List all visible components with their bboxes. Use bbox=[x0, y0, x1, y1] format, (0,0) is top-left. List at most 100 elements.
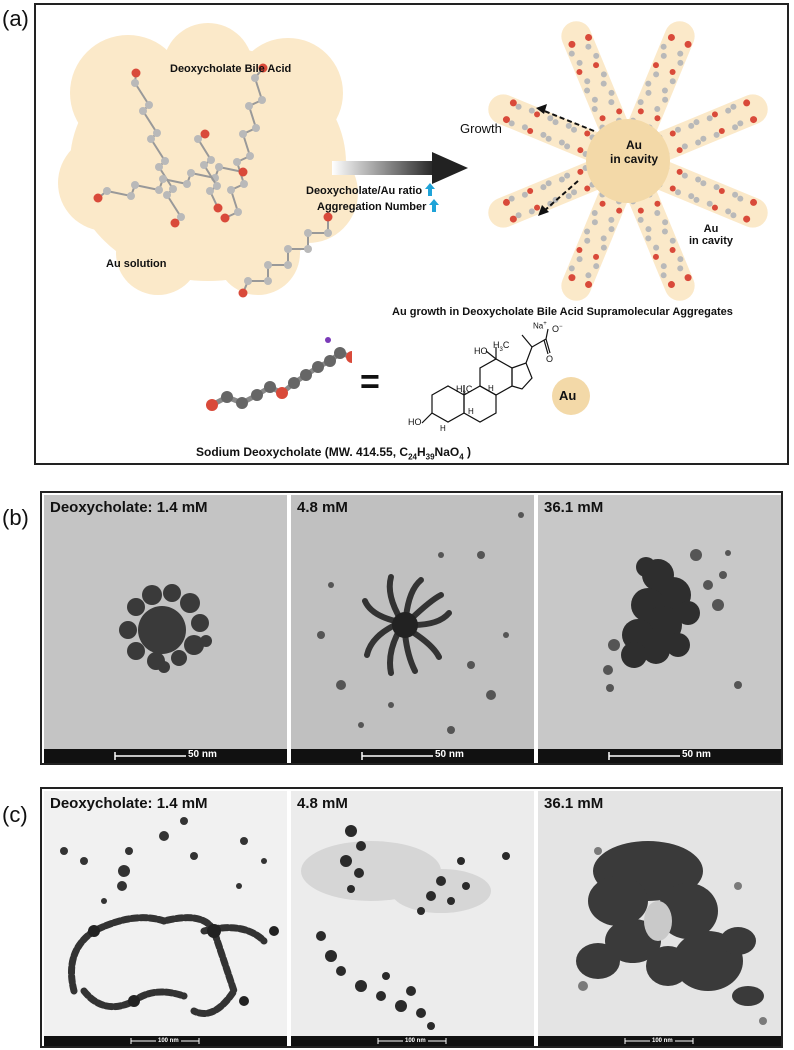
oxygen-atom bbox=[584, 185, 591, 192]
equals-sign: = bbox=[360, 363, 380, 401]
carbon-atom bbox=[568, 265, 575, 272]
oxygen-atom bbox=[568, 40, 576, 48]
ho-bottom-label: HO bbox=[408, 417, 422, 427]
oxygen-atom bbox=[527, 187, 534, 194]
carbon-atom bbox=[591, 209, 598, 216]
carbon-atom bbox=[147, 135, 155, 143]
carbon-atom bbox=[300, 369, 312, 381]
o-minus-text: O bbox=[552, 324, 560, 334]
carbon-atom bbox=[677, 265, 684, 272]
oxygen-atom bbox=[676, 147, 683, 154]
carbon-atom bbox=[600, 71, 607, 78]
carbon-atom bbox=[258, 96, 266, 104]
carbon-atom bbox=[732, 191, 739, 198]
deoxycholate-ball-stick-model bbox=[206, 337, 352, 411]
nanoparticle-network bbox=[60, 817, 279, 1017]
carbon-atom bbox=[681, 143, 688, 150]
au-center-line1: Au bbox=[626, 138, 642, 152]
scale-text-b3: 50 nm bbox=[680, 749, 713, 760]
carbon-atom bbox=[558, 176, 565, 183]
carbon-atom bbox=[508, 195, 515, 202]
oxygen-atom bbox=[576, 69, 583, 76]
carbon-atom bbox=[737, 195, 744, 202]
arrow-up-icon bbox=[429, 199, 440, 212]
carbon-atom bbox=[600, 244, 607, 251]
carbon-atom bbox=[251, 74, 259, 82]
nanoparticle-cluster bbox=[317, 512, 524, 734]
tem-label-c1: Deoxycholate: 1.4 mM bbox=[50, 795, 208, 812]
oxygen-atom bbox=[669, 130, 676, 137]
carbon-atom bbox=[304, 229, 312, 237]
carbon-atom bbox=[227, 186, 235, 194]
carbon-atom bbox=[284, 245, 292, 253]
carbon-atom bbox=[669, 78, 676, 85]
carbon-atom bbox=[660, 52, 667, 59]
tem-image-c3: 36.1 mM 100 nm bbox=[538, 791, 781, 1046]
carbon-atom bbox=[637, 216, 644, 223]
carbon-atom bbox=[688, 193, 695, 200]
carbon-atom bbox=[240, 180, 248, 188]
molecule-chain bbox=[93, 63, 333, 298]
carbon-atom bbox=[600, 235, 607, 242]
ratio-label: Deoxycholate/Au ratio bbox=[306, 183, 436, 197]
carbon-atom bbox=[693, 119, 700, 126]
carbon-atom bbox=[713, 131, 720, 138]
nanoparticle-aggregate bbox=[576, 841, 767, 1025]
carbon-atom bbox=[252, 124, 260, 132]
carbon-atom bbox=[608, 99, 615, 106]
carbon-atom bbox=[654, 106, 661, 113]
carbon-atom bbox=[677, 59, 684, 66]
na-label: Na+ bbox=[533, 321, 547, 331]
oxygen-atom bbox=[577, 168, 584, 175]
carbon-atom bbox=[571, 189, 578, 196]
oxygen-atom bbox=[718, 128, 725, 135]
caption-sub2: 39 bbox=[425, 452, 435, 462]
carbon-atom bbox=[645, 80, 652, 87]
carbon-atom bbox=[163, 191, 171, 199]
au-solution-label: Au solution bbox=[106, 258, 167, 270]
tem-label-b2: 4.8 mM bbox=[297, 499, 348, 516]
carbon-atom bbox=[677, 256, 684, 263]
tem-label-b3: 36.1 mM bbox=[544, 499, 604, 516]
carbon-atom bbox=[264, 261, 272, 269]
carbon-atom bbox=[584, 78, 591, 85]
carbon-atom bbox=[706, 200, 713, 207]
carbon-atom bbox=[558, 139, 565, 146]
sodium-atom bbox=[325, 337, 331, 343]
carbon-atom bbox=[584, 87, 591, 94]
oxygen-atom bbox=[711, 204, 718, 211]
oxygen-atom bbox=[534, 204, 541, 211]
oxygen-atom bbox=[669, 185, 676, 192]
h3c-top-sub: 3 bbox=[499, 346, 503, 353]
carbon-atom bbox=[593, 263, 600, 270]
carbon-atom bbox=[645, 235, 652, 242]
deoxycholate-skeletal-structure bbox=[421, 328, 551, 424]
oxygen-atom bbox=[200, 129, 210, 139]
carbon-atom bbox=[654, 209, 661, 216]
carbon-atom bbox=[245, 102, 253, 110]
oxygen-atom bbox=[170, 218, 180, 228]
carbon-atom bbox=[660, 43, 667, 50]
oxygen-atom bbox=[238, 288, 248, 298]
carbon-atom bbox=[688, 122, 695, 129]
oxygen-atom bbox=[206, 399, 218, 411]
carbon-atom bbox=[131, 79, 139, 87]
oxygen-atom bbox=[637, 108, 644, 115]
carbon-atom bbox=[564, 143, 571, 150]
carbon-atom bbox=[239, 130, 247, 138]
tem-image-b3: 36.1 mM 50 nm bbox=[538, 495, 781, 763]
supramolecular-aggregate bbox=[488, 21, 768, 301]
tem-label-c3: 36.1 mM bbox=[544, 795, 604, 812]
carbon-atom bbox=[568, 50, 575, 57]
carbon-atom bbox=[576, 256, 583, 263]
tem-image-c2: 4.8 mM 100 nm bbox=[291, 791, 534, 1046]
carbon-atom bbox=[725, 208, 732, 215]
carbon-atom bbox=[284, 261, 292, 269]
oxygen-atom bbox=[346, 351, 352, 363]
scale-text-c2: 100 nm bbox=[403, 1036, 428, 1046]
oxygen-atom bbox=[577, 147, 584, 154]
h3c-top-c: C bbox=[502, 340, 510, 350]
scalebar-strip: 50 nm bbox=[44, 749, 287, 763]
carbon-atom bbox=[700, 135, 707, 142]
carbon-atom bbox=[585, 43, 592, 50]
